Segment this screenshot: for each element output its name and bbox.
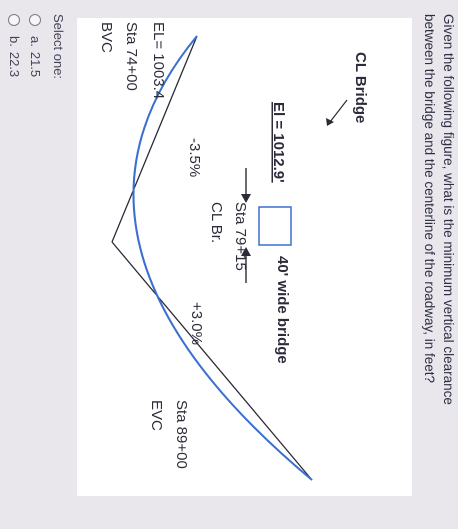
cl-br-label: CL Br. <box>208 202 225 243</box>
bridge-box <box>258 206 292 246</box>
question-line-2: between the bridge and the centerline of… <box>422 14 437 384</box>
bvc-title: BVC <box>98 22 115 53</box>
outgoing-tangent-line <box>111 241 313 481</box>
option-value: 22.3 <box>7 51 22 78</box>
option-letter: b. <box>7 36 22 47</box>
figure-drawing: CL Bridge 40' wide bridge El = 1012.9' B… <box>98 22 369 481</box>
cl-bridge-arrow <box>329 99 348 123</box>
answer-option-a[interactable]: a. 21.5 <box>28 14 43 77</box>
bridge-right-arrowhead <box>241 247 251 256</box>
cl-bridge-label: CL Bridge <box>352 52 369 123</box>
bvc-station: Sta 74+00 <box>123 22 140 91</box>
vertical-curve <box>132 35 313 481</box>
evc-title: EVC <box>148 400 165 431</box>
evc-station: Sta 89+00 <box>173 400 190 469</box>
radio-circle-icon[interactable] <box>8 14 21 26</box>
bridge-width-label: 40' wide bridge <box>274 256 291 364</box>
grade-in-label: -3.5% <box>186 138 203 177</box>
grade-out-label: +3.0% <box>188 302 205 345</box>
incoming-tangent-line <box>111 35 198 243</box>
cl-br-station: Sta 79+15 <box>232 202 249 271</box>
bridge-left-arrowhead <box>241 194 251 203</box>
question-line-1: Given the following figure, what is the … <box>441 14 456 405</box>
option-value: 21.5 <box>28 51 43 78</box>
elevation-label: El = 1012.9' <box>270 102 287 183</box>
option-letter: a. <box>28 36 43 47</box>
cl-bridge-arrowhead <box>326 118 334 126</box>
select-one-label: Select one: <box>51 14 66 80</box>
bvc-elevation: EL= 1003.4 <box>150 22 167 99</box>
vertical-curve-figure: CL Bridge 40' wide bridge El = 1012.9' B… <box>77 18 412 496</box>
radio-circle-icon[interactable] <box>29 14 42 26</box>
answer-option-b[interactable]: b. 22.3 <box>7 14 22 77</box>
